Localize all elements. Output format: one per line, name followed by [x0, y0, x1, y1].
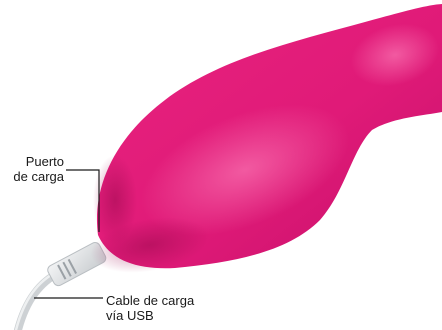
usb-cable-label-line2: vía USB	[106, 308, 194, 323]
usb-cable-label: Cable de carga vía USB	[106, 293, 194, 323]
charging-port-label-line1: Puerto	[0, 154, 64, 169]
charging-port-label-line2: de carga	[0, 169, 64, 184]
usb-cable-label-line1: Cable de carga	[106, 293, 194, 308]
charging-port-label: Puerto de carga	[0, 154, 64, 184]
